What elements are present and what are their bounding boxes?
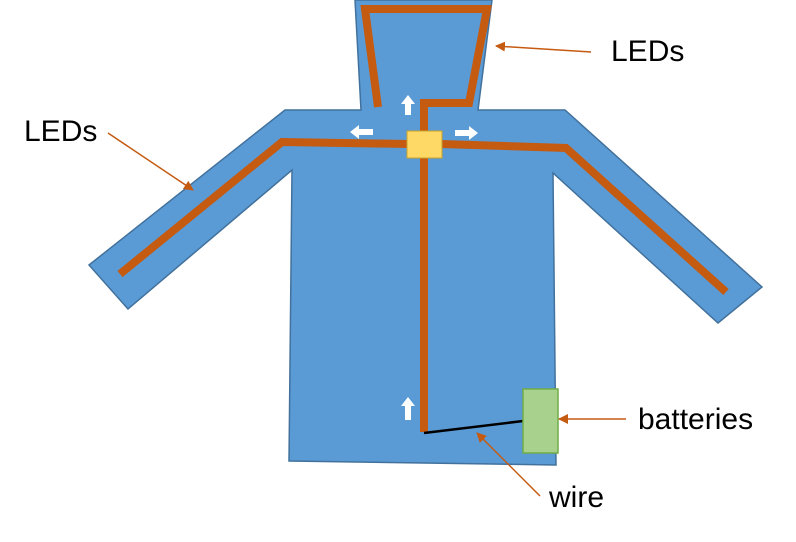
label-wire: wire [548, 481, 604, 514]
callout-leds-left [107, 132, 194, 191]
callout-lines [107, 41, 626, 497]
battery-pack [522, 388, 559, 454]
label-leds-top: LEDs [611, 35, 684, 68]
callout-wire [476, 432, 541, 497]
callout-leds-top [495, 41, 592, 53]
led-strip-hood [360, 5, 492, 134]
arrow-right-icon [455, 126, 478, 140]
arrow-up-icon [401, 397, 415, 420]
label-batteries: batteries [638, 403, 753, 436]
controller-box [406, 130, 443, 159]
led-strips [117, 5, 729, 432]
direction-arrows [350, 95, 478, 420]
arrow-left-icon [350, 125, 373, 139]
arrow-up-icon [401, 95, 415, 115]
label-leds-left: LEDs [24, 115, 97, 148]
led-strip-right-arm [440, 140, 729, 295]
led-strip-left-arm [117, 137, 410, 278]
wire-line [423, 419, 524, 435]
